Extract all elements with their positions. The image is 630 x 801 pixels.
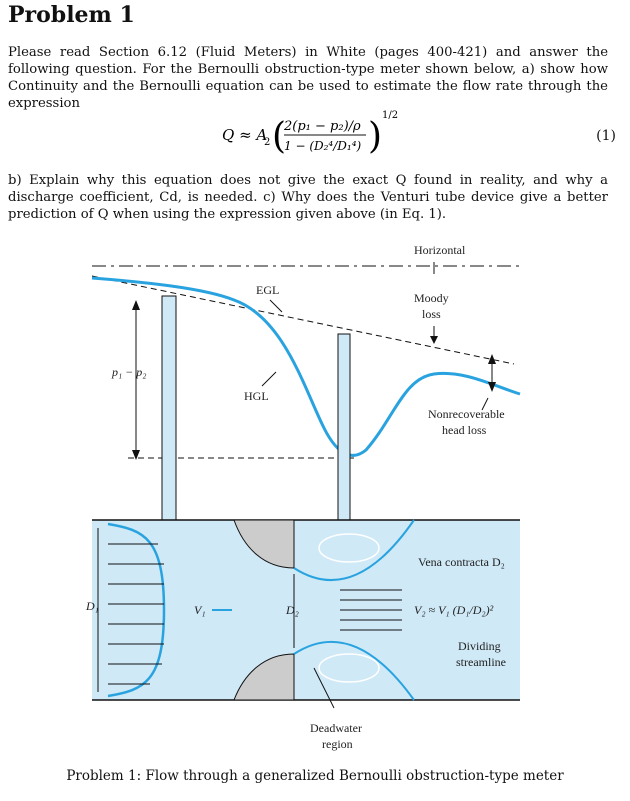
equation-number: (1) [596, 128, 616, 144]
nonrecoverable-arrowhead-bottom [488, 382, 496, 392]
obstruction-top [233, 519, 295, 569]
question-paragraph: b) Explain why this equation does not gi… [8, 173, 608, 222]
eq-exponent: 1/2 [382, 110, 398, 121]
deadwater-pointer [313, 667, 335, 709]
hgl-pointer [261, 371, 277, 387]
deadwater-label-2: region [322, 737, 353, 751]
hgl-label: HGL [244, 389, 269, 403]
horizontal-label: Horizontal [414, 243, 466, 257]
egl-line [91, 275, 515, 365]
obstruction-bottom [233, 653, 295, 701]
vena-contracta-label: Vena contracta D₂ [418, 555, 505, 569]
figure-caption: Problem 1: Flow through a generalized Be… [66, 768, 564, 784]
dividing-streamline-bottom [293, 640, 415, 701]
eddy-bottom [318, 653, 380, 683]
moody-loss-label-2: loss [422, 307, 441, 321]
hgl-curve [91, 276, 521, 457]
eddy-top [318, 533, 380, 563]
d1-label: D₁ [85, 599, 99, 613]
p1-p2-arrow-bottom [132, 450, 140, 460]
p1-p2-label: p₁ − p₂ [111, 365, 146, 379]
v1-label: V₁ [194, 603, 206, 617]
intro-paragraph: Please read Section 6.12 (Fluid Meters) … [8, 45, 608, 111]
nonrecoverable-pointer [481, 397, 489, 411]
egl-label: EGL [256, 283, 279, 297]
obstruction-meter-figure: Horizontal EGL Moody loss HGL p₁ − p₂ No… [85, 243, 521, 751]
throat-pressure-tap [337, 333, 351, 523]
moody-loss-label-1: Moody [414, 291, 449, 305]
upstream-velocity-profile [107, 522, 166, 698]
eq-right-paren: ) [368, 116, 382, 157]
nonrecoverable-label-1: Nonrecoverable [428, 407, 505, 421]
flow-rate-equation: Q ≈ A 2 ( ) 2(p₁ − p₂)/ρ 1 − (D₂⁴/D₁⁴) 1… [222, 110, 398, 157]
eq-lhs-sub: 2 [264, 137, 270, 148]
dividing-streamline-top [293, 519, 415, 582]
eq-numerator: 2(p₁ − p₂)/ρ [283, 119, 361, 134]
upstream-velocity-arrows [108, 543, 164, 685]
jet-velocity-arrows [340, 589, 402, 631]
dividing-streamline-label-2: streamline [456, 655, 506, 669]
eq-lhs: Q ≈ A [222, 126, 267, 144]
moody-loss-arrowhead [430, 336, 438, 344]
dividing-streamline-label-1: Dividing [458, 639, 501, 653]
upstream-pressure-tap [161, 295, 177, 523]
egl-pointer [269, 299, 283, 313]
nonrecoverable-arrowhead-top [488, 354, 496, 364]
eq-denominator: 1 − (D₂⁴/D₁⁴) [284, 139, 362, 153]
problem-title: Problem 1 [8, 2, 135, 28]
d2-label: D₂ [285, 603, 299, 617]
deadwater-label-1: Deadwater [310, 721, 362, 735]
v2-relation-label: V₂ ≈ V₁ (D₁/D₂)² [414, 603, 494, 617]
eq-left-paren: ( [272, 116, 286, 157]
p1-p2-arrow-top [132, 300, 140, 310]
nonrecoverable-label-2: head loss [442, 423, 487, 437]
